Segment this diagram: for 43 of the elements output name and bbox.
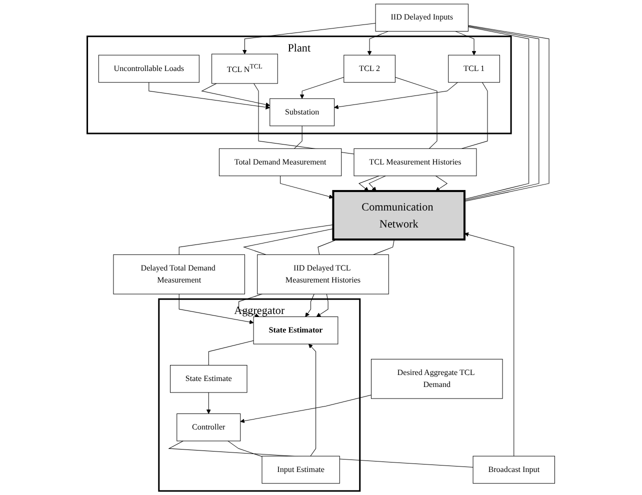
- arrow: [435, 176, 448, 192]
- connector: [294, 126, 302, 149]
- arrow: [358, 176, 380, 192]
- node-box: Substation: [270, 98, 335, 126]
- connector: [178, 224, 334, 255]
- arrow: [334, 82, 458, 110]
- arrow: [201, 83, 270, 107]
- node-box: Input Estimate: [262, 456, 340, 484]
- connector: [242, 228, 334, 255]
- arrow: [206, 392, 211, 414]
- node-box: Communication Network: [332, 190, 466, 241]
- arrow: [280, 176, 334, 199]
- connector: [228, 440, 262, 457]
- node-box: TCL Measurement Histories: [354, 148, 477, 176]
- node-box: IID Delayed Inputs: [375, 4, 468, 32]
- node-box: TCL 2: [344, 54, 396, 83]
- node-box: Broadcast Input: [472, 456, 555, 484]
- arrow: [368, 176, 386, 192]
- node-box: Total Demand Measurement: [218, 148, 342, 176]
- arrow: [455, 31, 476, 56]
- arrow: [316, 294, 328, 317]
- connector: [394, 76, 438, 149]
- arrow: [305, 294, 314, 317]
- node-box: State Estimator: [253, 316, 338, 344]
- node-box: Controller: [176, 413, 241, 442]
- node-box: State Estimate: [170, 364, 248, 393]
- node-box: Desired Aggregate TCL Demand: [370, 358, 503, 399]
- arrow: [464, 232, 514, 456]
- arrow: [240, 394, 372, 424]
- connector: [461, 82, 488, 149]
- node-box: IID Delayed TCL Measurement Histories: [257, 254, 389, 294]
- arrow: [308, 344, 316, 456]
- arrow: [242, 22, 376, 54]
- node-box: Delayed Total Demand Measurement: [113, 254, 245, 294]
- connector: [208, 340, 254, 366]
- arrow: [178, 294, 254, 324]
- arrow: [148, 82, 270, 110]
- connector: [373, 239, 394, 255]
- node-box: TCL N$^{TCL}$: [212, 54, 278, 84]
- arrow: [367, 31, 388, 56]
- node-box: Uncontrollable Loads: [98, 54, 200, 83]
- node-box: TCL 1: [448, 54, 500, 83]
- arrow: [300, 76, 344, 99]
